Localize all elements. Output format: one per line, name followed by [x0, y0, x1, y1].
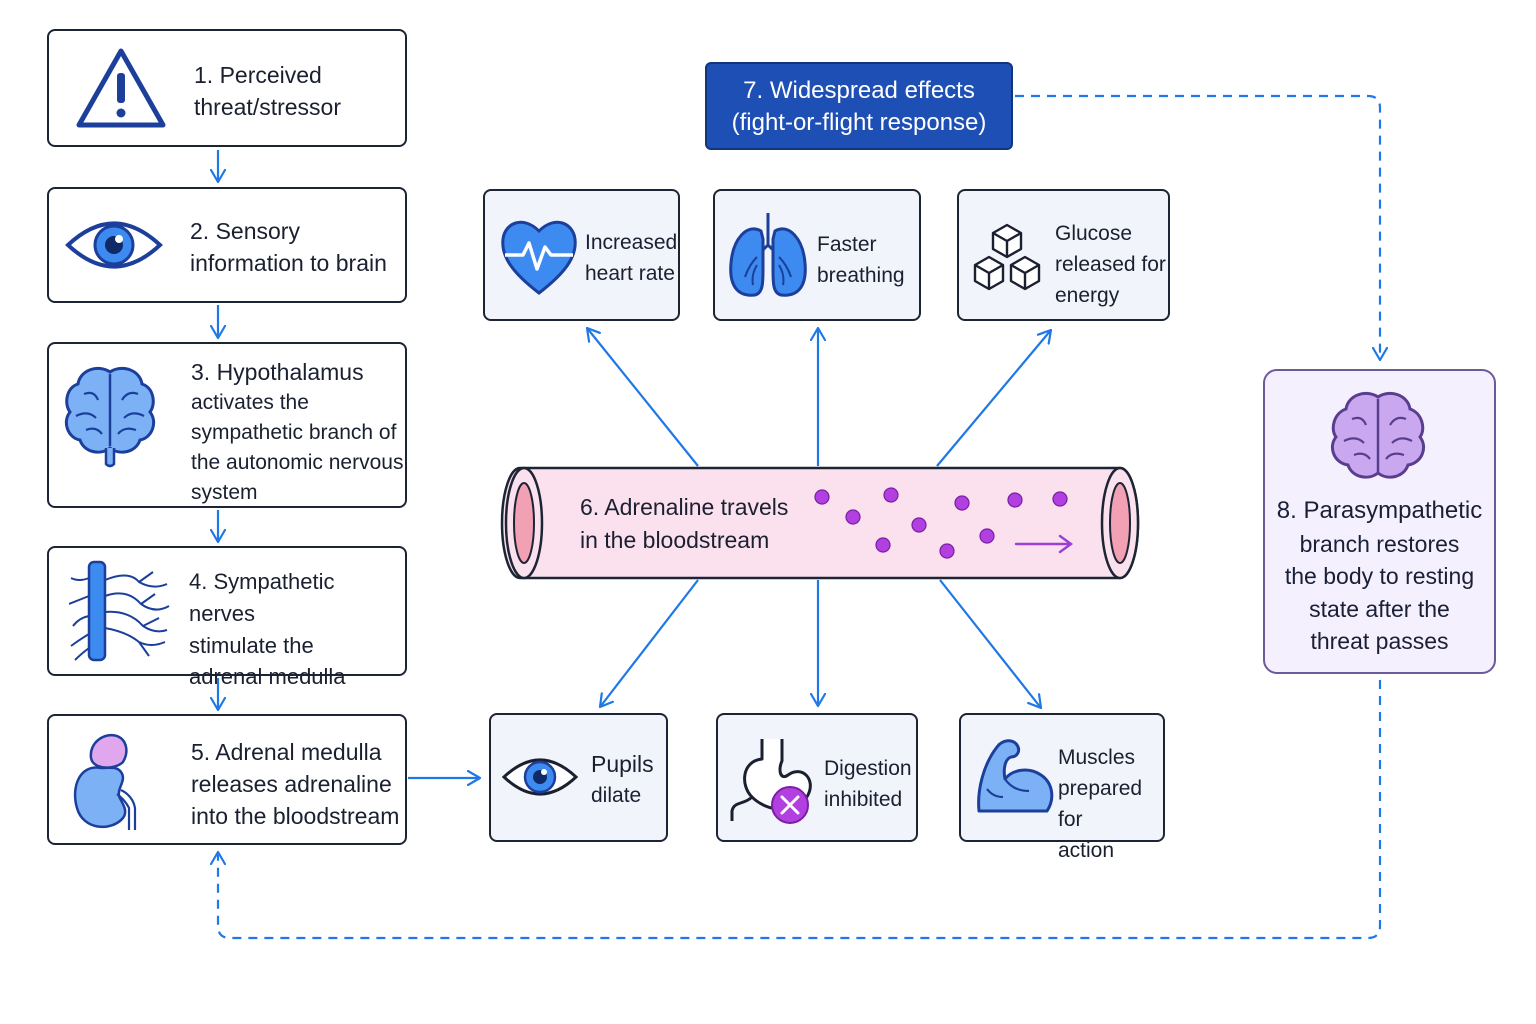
step-2-line-2: information to brain: [190, 250, 387, 276]
eye-icon: [65, 221, 163, 269]
step-8-box: 8. Parasympathetic branch restores the b…: [1263, 369, 1496, 674]
arrow-to-muscles: [939, 579, 1041, 708]
nerve-icon: [69, 560, 170, 662]
step-7-line-1: 7. Widespread effects: [743, 77, 975, 104]
step-1-line-1: 1. Perceived: [194, 62, 322, 88]
step-1-box: 1. Perceived threat/stressor: [47, 29, 407, 147]
step-1-line-2: threat/stressor: [194, 94, 341, 120]
brain-icon: [1331, 392, 1425, 479]
step-8-line-1: 8. Parasympathetic: [1276, 497, 1483, 524]
effect-digestion-line-2: inhibited: [824, 788, 903, 811]
effect-heart-line-2: heart rate: [585, 262, 675, 285]
effect-breathing-box: Faster breathing: [713, 189, 921, 321]
step-3-line-1: 3. Hypothalamus: [191, 359, 364, 385]
effect-muscles-line-2: prepared for: [1058, 777, 1143, 831]
dashed-arrow-7-to-8: [1015, 94, 1380, 360]
adrenaline-molecule: [883, 487, 899, 503]
adrenaline-molecule: [939, 543, 955, 559]
effect-breathing-line-2: breathing: [817, 264, 905, 287]
effect-heart-line-1: Increased: [585, 231, 678, 254]
adrenaline-molecule: [875, 537, 891, 553]
adrenaline-molecule: [814, 489, 830, 505]
step-8-line-3: the body to resting: [1284, 563, 1475, 589]
step-5-line-2: releases adrenaline: [191, 771, 392, 797]
adrenaline-molecule: [1007, 492, 1023, 508]
step-6-line-2: in the bloodstream: [580, 527, 770, 553]
brain-icon: [64, 367, 156, 468]
step-6-line-1: 6. Adrenaline travels: [580, 494, 789, 520]
step-3-box: 3. Hypothalamus activates the sympatheti…: [47, 342, 407, 508]
step-2-box: 2. Sensory information to brain: [47, 187, 407, 303]
step-5-line-1: 5. Adrenal medulla: [191, 739, 382, 765]
lungs-icon: [729, 213, 807, 297]
adrenaline-molecule: [845, 509, 861, 525]
adrenaline-molecule: [979, 528, 995, 544]
effect-glucose-line-3: energy: [1055, 284, 1120, 307]
effect-pupils-box: Pupils dilate: [489, 713, 668, 842]
effect-digestion-box: Digestion inhibited: [716, 713, 918, 842]
step-8-line-5: threat passes: [1310, 628, 1449, 654]
step-3-line-3: sympathetic branch of: [191, 421, 397, 444]
kidney-icon: [73, 733, 137, 830]
step-8-line-2: branch restores: [1299, 530, 1460, 557]
step-4-box: 4. Sympathetic nerves stimulate the adre…: [47, 546, 407, 689]
eye-icon: [501, 758, 579, 796]
muscle-icon: [977, 739, 1054, 813]
step-7-box: 7. Widespread effects (fight-or-flight r…: [705, 62, 1013, 150]
step-4-line-1: 4. Sympathetic nerves: [189, 569, 335, 626]
cubes-icon: [973, 223, 1041, 291]
heart-icon: [501, 220, 577, 295]
step-2-line-1: 2. Sensory: [190, 218, 300, 244]
arrow-to-heart: [587, 328, 699, 467]
effect-glucose-line-1: Glucose: [1055, 222, 1133, 245]
adrenaline-molecule: [911, 517, 927, 533]
step-3-line-4: the autonomic nervous: [191, 451, 404, 474]
step-3-line-5: system: [191, 481, 258, 504]
step-7-line-2: (fight-or-flight response): [731, 109, 987, 136]
effect-muscles-line-3: action: [1058, 839, 1115, 862]
effect-breathing-line-1: Faster: [817, 233, 877, 256]
step-8-line-4: state after the: [1309, 595, 1450, 622]
warning-icon: [76, 48, 166, 128]
step-5-box: 5. Adrenal medulla releases adrenaline i…: [47, 714, 407, 845]
step-4-line-3: adrenal medulla: [189, 664, 346, 689]
effect-digestion-line-1: Digestion: [824, 757, 912, 780]
flow-arrow: [1014, 534, 1074, 554]
step-3-line-2: activates the: [191, 391, 309, 414]
blood-vessel-icon: [500, 466, 1140, 580]
effect-heart-rate-box: Increased heart rate: [483, 189, 680, 321]
effect-glucose-line-2: released for: [1055, 253, 1166, 276]
effect-pupils-line-2: dilate: [591, 784, 642, 807]
adrenaline-molecule: [1052, 491, 1068, 507]
effect-muscles-box: Muscles prepared for action: [959, 713, 1165, 862]
adrenaline-molecule: [954, 495, 970, 511]
stomach-icon: [730, 739, 812, 824]
effect-pupils-line-1: Pupils: [591, 751, 654, 777]
effect-muscles-line-1: Muscles: [1058, 746, 1136, 769]
step-4-line-2: stimulate the: [189, 633, 314, 658]
dashed-arrow-8-to-5: [218, 680, 1382, 940]
effect-glucose-box: Glucose released for energy: [957, 189, 1170, 321]
arrow-to-glucose: [936, 330, 1051, 467]
arrow-to-pupils: [600, 579, 699, 707]
step-5-line-3: into the bloodstream: [191, 803, 400, 829]
